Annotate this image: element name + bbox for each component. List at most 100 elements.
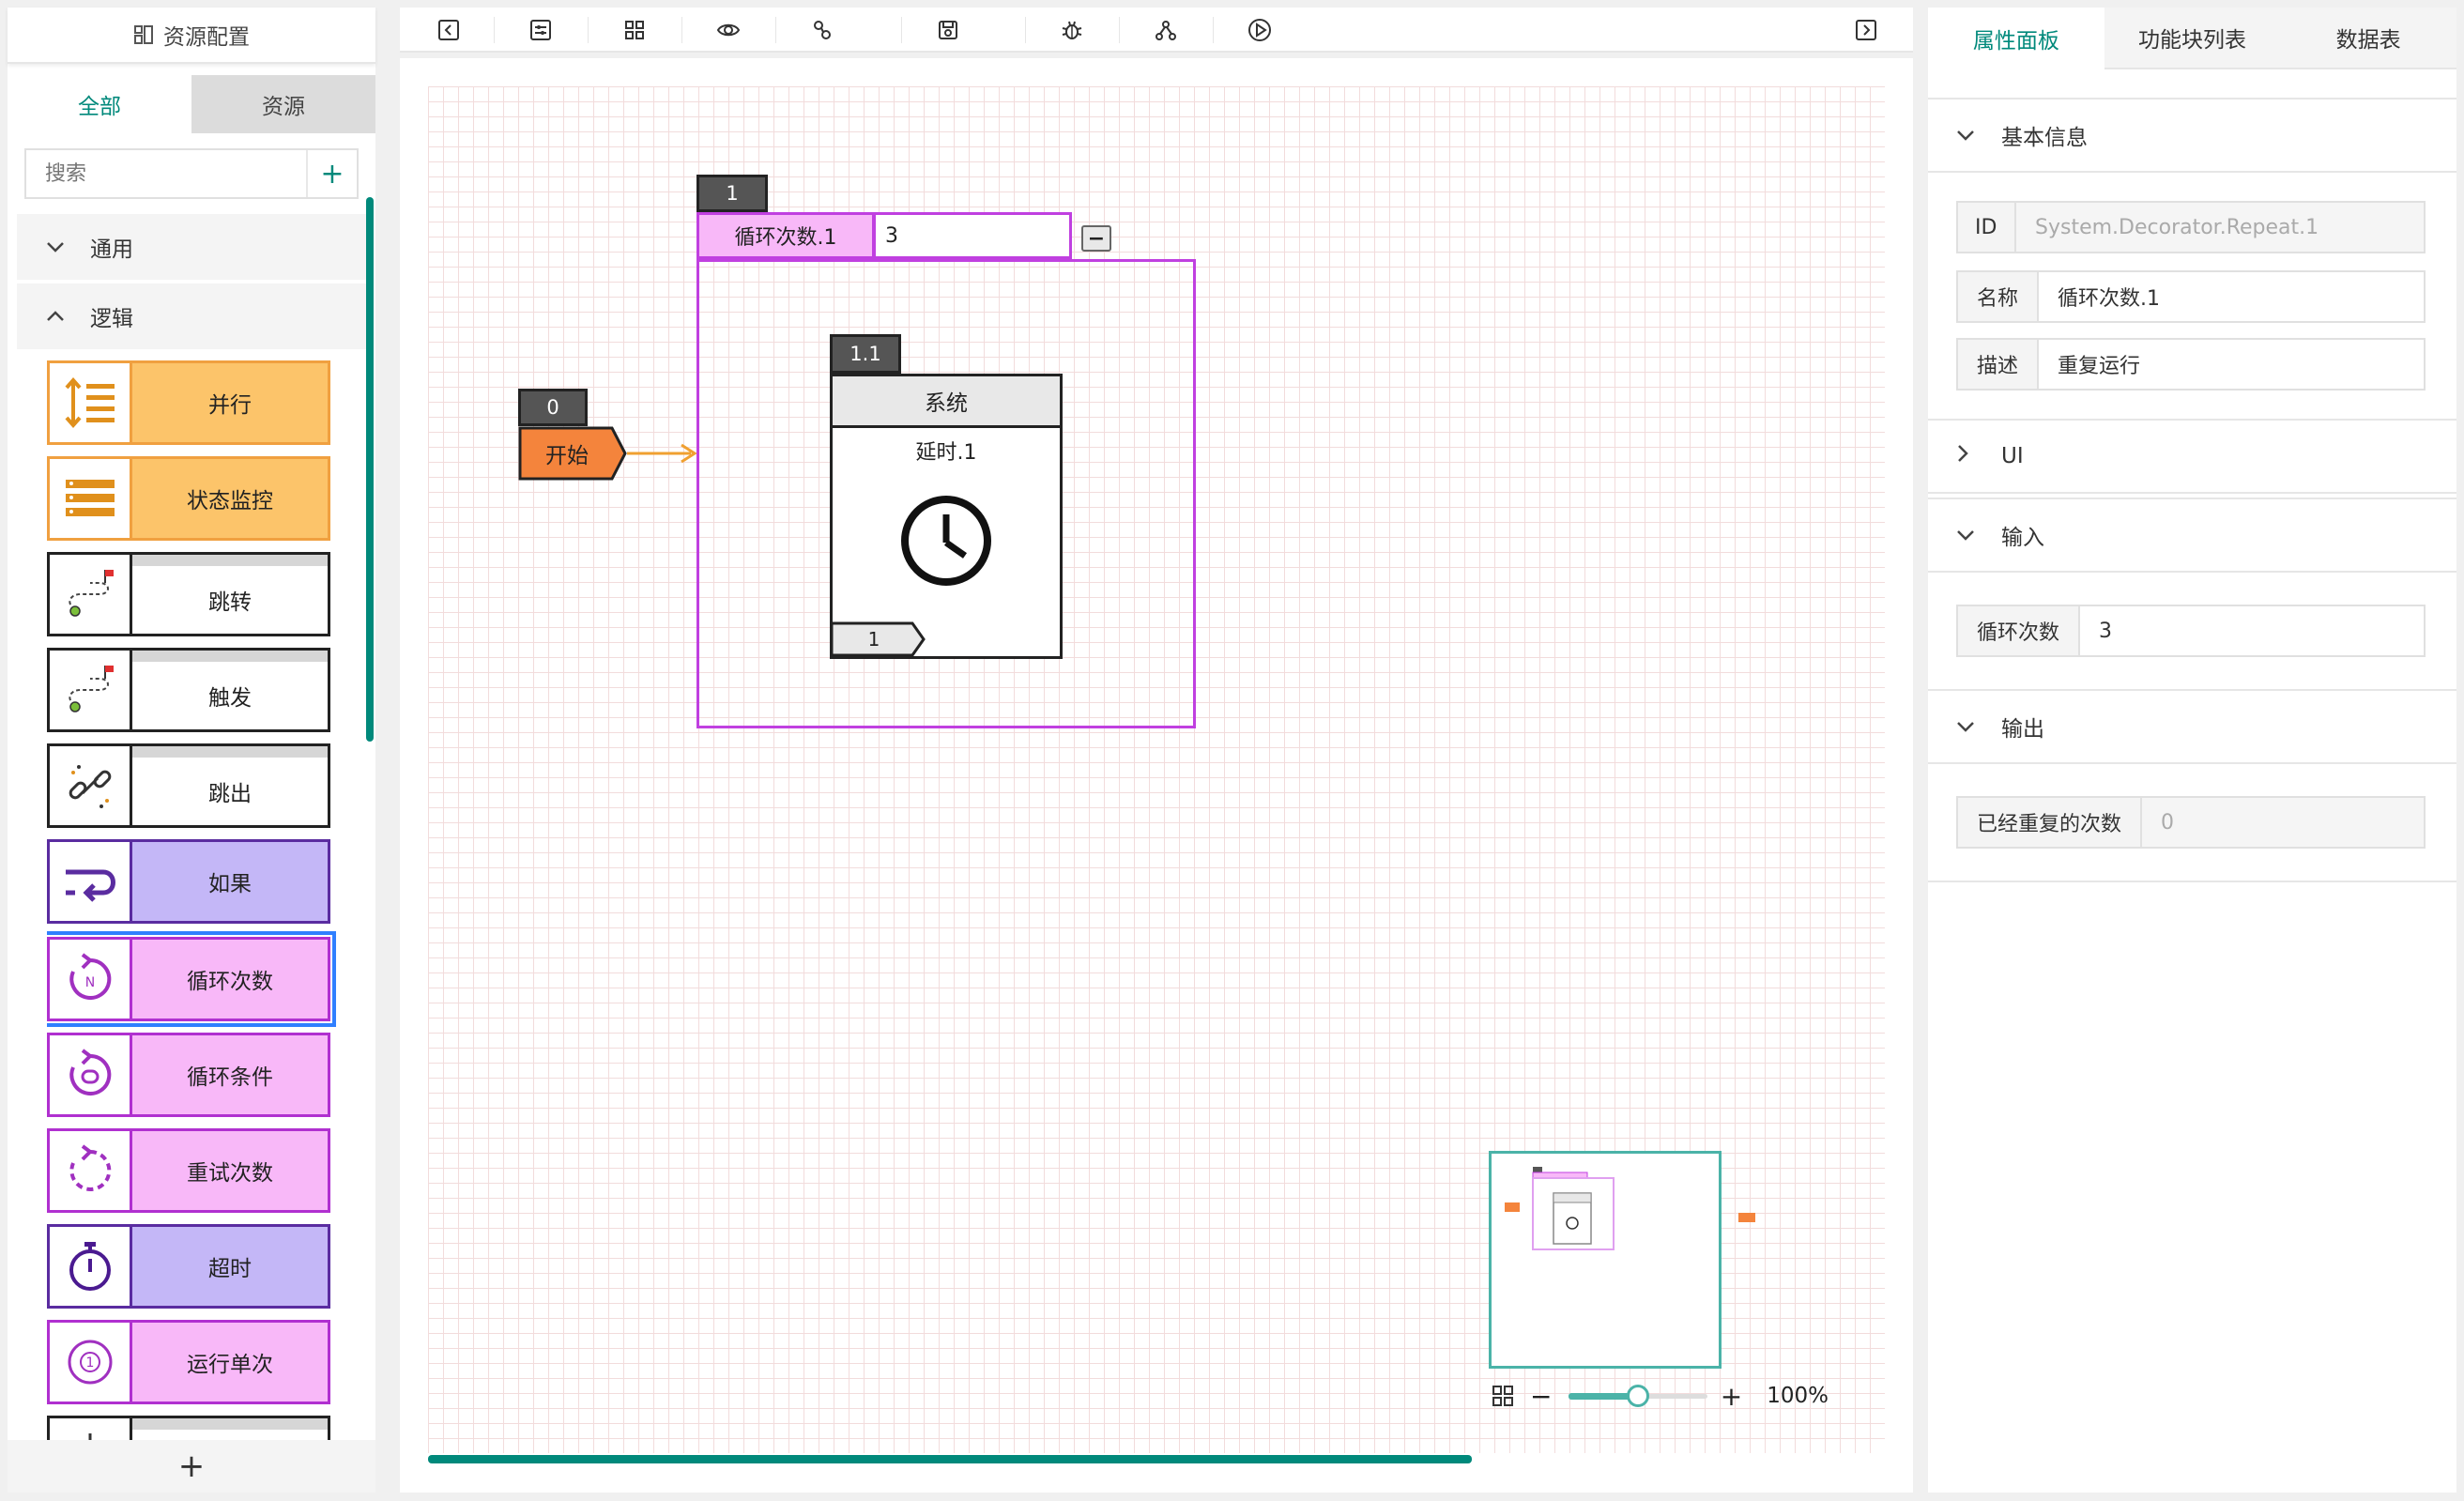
- block-label: 重试次数: [132, 1131, 328, 1210]
- stopwatch-icon: [50, 1227, 132, 1306]
- connection-arrow: [627, 443, 697, 464]
- block-timeout[interactable]: 超时: [47, 1224, 330, 1309]
- loop-count-value-input[interactable]: 3: [2099, 619, 2113, 643]
- chevron-down-icon: [1956, 714, 1977, 739]
- section-output[interactable]: 输出: [1928, 689, 2456, 764]
- name-input[interactable]: 循环次数.1: [2058, 287, 2161, 311]
- collapse-right-icon[interactable]: [1853, 17, 1879, 43]
- minimap-outside-node: [1738, 1213, 1755, 1222]
- parallel-icon: [50, 363, 132, 442]
- system-node-id: 1.1: [830, 334, 901, 374]
- link-icon[interactable]: [809, 17, 835, 43]
- debug-bug-icon[interactable]: [1059, 17, 1085, 43]
- search-add-button[interactable]: +: [306, 150, 357, 197]
- run-once-icon: 1: [50, 1323, 132, 1401]
- loop-node-collapse-button[interactable]: −: [1081, 225, 1111, 252]
- group-label: 通用: [90, 237, 133, 262]
- chevron-right-icon: [1956, 444, 1977, 468]
- collapse-left-icon[interactable]: [436, 17, 462, 43]
- start-node-shape: [518, 426, 627, 481]
- jump-route-icon: [50, 555, 132, 634]
- resource-panel: 资源配置 全部 资源 + 通用 逻辑 并行: [8, 8, 375, 1493]
- block-label: 循环条件: [132, 1035, 328, 1114]
- zoom-out-icon[interactable]: −: [1530, 1380, 1553, 1412]
- group-logic[interactable]: 逻辑: [17, 283, 366, 349]
- loop-node-name: 循环次数.1: [696, 212, 875, 259]
- svg-text:1: 1: [85, 1355, 94, 1371]
- properties-panel: 属性面板 功能块列表 数据表 基本信息 ID System.Decorator.…: [1928, 8, 2457, 1493]
- resource-panel-header: 资源配置: [8, 8, 375, 64]
- block-label: 循环次数: [132, 940, 328, 1019]
- description-input[interactable]: 重复运行: [2058, 355, 2141, 378]
- divider: [1928, 881, 2456, 882]
- name-field: 名称 循环次数.1: [1956, 270, 2426, 323]
- section-title: 基本信息: [2001, 126, 2088, 150]
- field-label: 循环次数: [1958, 606, 2081, 655]
- block-loop-count[interactable]: N 循环次数: [47, 931, 336, 1027]
- block-retry[interactable]: 重试次数: [47, 1128, 330, 1213]
- field-label: 描述: [1958, 340, 2040, 389]
- block-label: 触发: [132, 651, 328, 729]
- tab-resources[interactable]: 资源: [191, 75, 375, 133]
- editor-toolbar: [400, 8, 1913, 53]
- save-icon[interactable]: [935, 17, 961, 43]
- block-label: 跳出: [132, 746, 328, 825]
- tab-properties[interactable]: 属性面板: [1928, 8, 2104, 69]
- canvas-horizontal-scrollbar[interactable]: [428, 1455, 1472, 1463]
- block-parallel[interactable]: 并行: [47, 360, 330, 445]
- field-label: 名称: [1958, 272, 2040, 321]
- play-icon[interactable]: [1247, 17, 1273, 43]
- block-trigger[interactable]: 触发: [47, 648, 330, 732]
- zoom-controls: − + 100%: [1491, 1380, 1829, 1412]
- status-monitor-icon: [50, 459, 132, 538]
- minimap[interactable]: [1489, 1151, 1756, 1369]
- system-node-name: 延时.1: [915, 441, 977, 465]
- block-status-monitor[interactable]: 状态监控: [47, 456, 330, 541]
- group-label: 逻辑: [90, 307, 133, 331]
- field-label: 已经重复的次数: [1958, 798, 2143, 847]
- block-label: 跳转: [132, 555, 328, 634]
- resource-config-icon: [133, 24, 154, 45]
- description-field: 描述 重复运行: [1956, 338, 2426, 391]
- retry-icon: [50, 1131, 132, 1210]
- section-input[interactable]: 输入: [1928, 498, 2456, 573]
- start-node[interactable]: 0 开始: [518, 389, 631, 482]
- section-ui[interactable]: UI: [1928, 419, 2456, 494]
- add-block-button[interactable]: +: [8, 1440, 375, 1493]
- block-list-scrollbar[interactable]: [366, 197, 374, 742]
- block-label: 超时: [132, 1227, 328, 1306]
- tab-data-table[interactable]: 数据表: [2280, 8, 2457, 69]
- block-if[interactable]: 如果: [47, 839, 330, 924]
- zoom-slider-thumb[interactable]: [1627, 1385, 1650, 1407]
- section-basic-info[interactable]: 基本信息: [1928, 98, 2456, 173]
- loop-count-input[interactable]: 3: [873, 212, 1072, 259]
- group-general[interactable]: 通用: [17, 214, 366, 280]
- settings-sliders-icon[interactable]: [528, 17, 554, 43]
- id-value: System.Decorator.Repeat.1: [2016, 203, 2424, 252]
- preview-eye-icon[interactable]: [715, 17, 742, 43]
- block-label: 并行: [132, 363, 328, 442]
- section-title: UI: [2001, 444, 2024, 468]
- start-node-id: 0: [518, 389, 588, 426]
- fit-view-icon[interactable]: [1491, 1384, 1515, 1408]
- block-loop-condition[interactable]: 循环条件: [47, 1033, 330, 1117]
- trigger-route-icon: [50, 651, 132, 729]
- zoom-slider[interactable]: [1569, 1384, 1708, 1408]
- block-label: 状态监控: [132, 459, 328, 538]
- chevron-down-icon: [1956, 123, 1977, 147]
- search-input[interactable]: [26, 150, 306, 197]
- loop-node[interactable]: 1 循环次数.1 3 −: [696, 175, 1201, 732]
- block-run-once[interactable]: 1 运行单次: [47, 1320, 330, 1404]
- tab-function-blocks[interactable]: 功能块列表: [2104, 8, 2281, 69]
- field-label: ID: [1958, 203, 2016, 252]
- block-break[interactable]: 跳出: [47, 743, 330, 828]
- zoom-in-icon[interactable]: +: [1720, 1380, 1743, 1412]
- system-delay-node[interactable]: 1.1 系统 延时.1 1: [830, 334, 1064, 659]
- fit-view-icon[interactable]: [621, 17, 648, 43]
- system-node-port-label: 1: [867, 628, 880, 651]
- section-title: 输入: [2001, 526, 2044, 550]
- block-jump[interactable]: 跳转: [47, 552, 330, 636]
- network-icon[interactable]: [1153, 17, 1179, 43]
- chevron-down-icon: [43, 235, 68, 259]
- tab-all[interactable]: 全部: [8, 75, 191, 133]
